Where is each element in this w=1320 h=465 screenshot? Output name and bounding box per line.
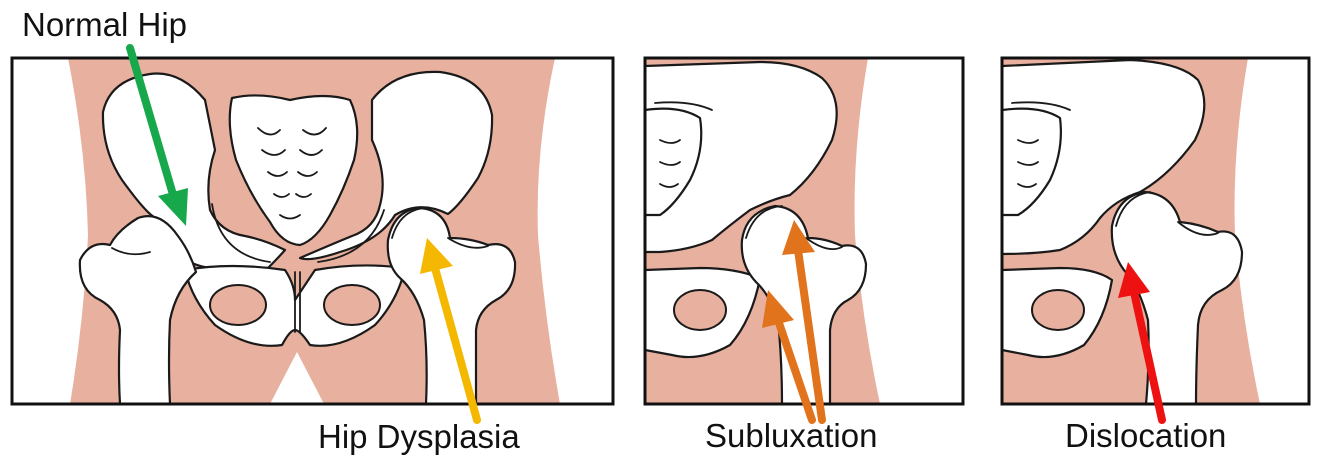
panel-full-pelvis <box>12 58 613 404</box>
panel-subluxation <box>645 58 963 404</box>
panel-dislocation <box>1002 58 1309 404</box>
